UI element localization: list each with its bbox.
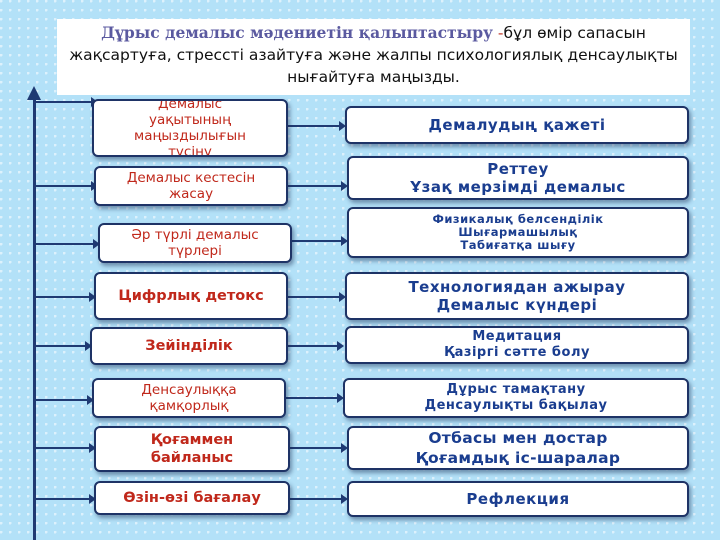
box-text-line: Ұзақ мерзімді демалыс [410,178,626,196]
connector-arrow [288,341,344,351]
connector-arrow [36,341,92,351]
detail-box-right-5: Медитация Қазіргі сәтте болу [345,326,689,364]
connector-arrow [36,181,98,191]
box-text-line: Табиғатқа шығу [460,238,576,252]
concept-box-left-6: Денсаулыққа қамқорлық [92,378,286,418]
connector-arrow [288,292,346,302]
detail-box-right-6: Дұрыс тамақтану Денсаулықты бақылау [343,378,689,418]
box-text-line: Демалыс кестесін [126,170,256,186]
concept-box-left-8: Өзін-өзі бағалау [94,481,290,515]
box-text-line: Қоғаммен [150,432,234,448]
connector-arrow [290,443,348,453]
connector-arrow [36,395,94,405]
box-text-line: Демалыс күндері [436,296,598,314]
detail-box-right-8: Рефлекция [347,481,689,517]
box-text-line: Денсаулыққа [141,382,237,398]
box-text-line: Цифрлық детокс [118,288,264,304]
concept-box-left-1: Демалыс уақытының маңыздылығын түсіну [92,99,288,157]
box-text-line: Әр түрлі демалыс [131,227,259,243]
box-text-line: түрлері [168,243,222,259]
box-text-line: Демалыс [157,99,222,112]
box-text-line: Қоғамдық іс-шаралар [415,449,621,467]
connector-arrow [286,393,344,403]
box-text-line: Рефлекция [466,490,570,508]
box-text-line: Демалудың қажеті [428,116,606,134]
box-text-line: Қазіргі сәтте болу [444,345,590,360]
concept-box-left-2: Демалыс кестесін жасау [94,166,288,206]
box-text-line: түсіну [168,144,212,157]
box-text-line: Технологиядан ажырау [408,278,626,296]
box-text-line: Отбасы мен достар [428,429,608,447]
concept-box-left-3: Әр түрлі демалыс түрлері [98,223,292,263]
concept-box-left-4: Цифрлық детокс [94,272,288,320]
header-text: бұл өмір сапасын жақсартуға, стрессті аз… [69,24,678,86]
box-text-line: Реттеу [487,160,549,178]
connector-arrow [288,181,348,191]
detail-box-right-7: Отбасы мен достар Қоғамдық іс-шаралар [347,426,689,470]
connector-arrow [36,292,96,302]
box-text-line: Шығармашылық [458,225,578,239]
connector-arrow [36,443,96,453]
header-lead: Дұрыс демалыс мәдениетін қалыптастыру [101,23,493,42]
box-text-line: Медитация [472,329,562,344]
box-text-line: Дұрыс тамақтану [446,382,586,397]
connector-arrow [36,97,98,107]
detail-box-right-2: Реттеу Ұзақ мерзімді демалыс [347,156,689,200]
box-text-line: маңыздылығын [134,128,246,144]
detail-box-right-1: Демалудың қажеті [345,106,689,144]
connector-arrow [292,236,348,246]
connector-arrow [36,494,96,504]
spine-arrowhead [27,86,41,100]
connector-arrow [288,121,346,131]
connector-arrow [290,494,348,504]
box-text-line: Зейінділік [145,338,233,354]
concept-box-left-7: Қоғаммен байланыс [94,426,290,472]
connector-arrow [36,239,100,249]
vertical-spine [33,98,36,540]
box-text-line: Физикалық белсенділік [432,212,604,226]
box-text-line: қамқорлық [149,398,229,414]
box-text-line: жасау [168,186,214,202]
header-banner: Дұрыс демалыс мәдениетін қалыптастыру -б… [57,19,690,95]
header-dash: - [492,24,504,42]
box-text-line: уақытының [148,112,231,128]
detail-box-right-4: Технологиядан ажырау Демалыс күндері [345,272,689,320]
concept-box-left-5: Зейінділік [90,327,288,365]
detail-box-right-3: Физикалық белсенділік Шығармашылық Табиғ… [347,207,689,258]
box-text-line: байланыс [150,450,234,466]
box-text-line: Денсаулықты бақылау [424,398,608,413]
box-text-line: Өзін-өзі бағалау [123,490,261,506]
